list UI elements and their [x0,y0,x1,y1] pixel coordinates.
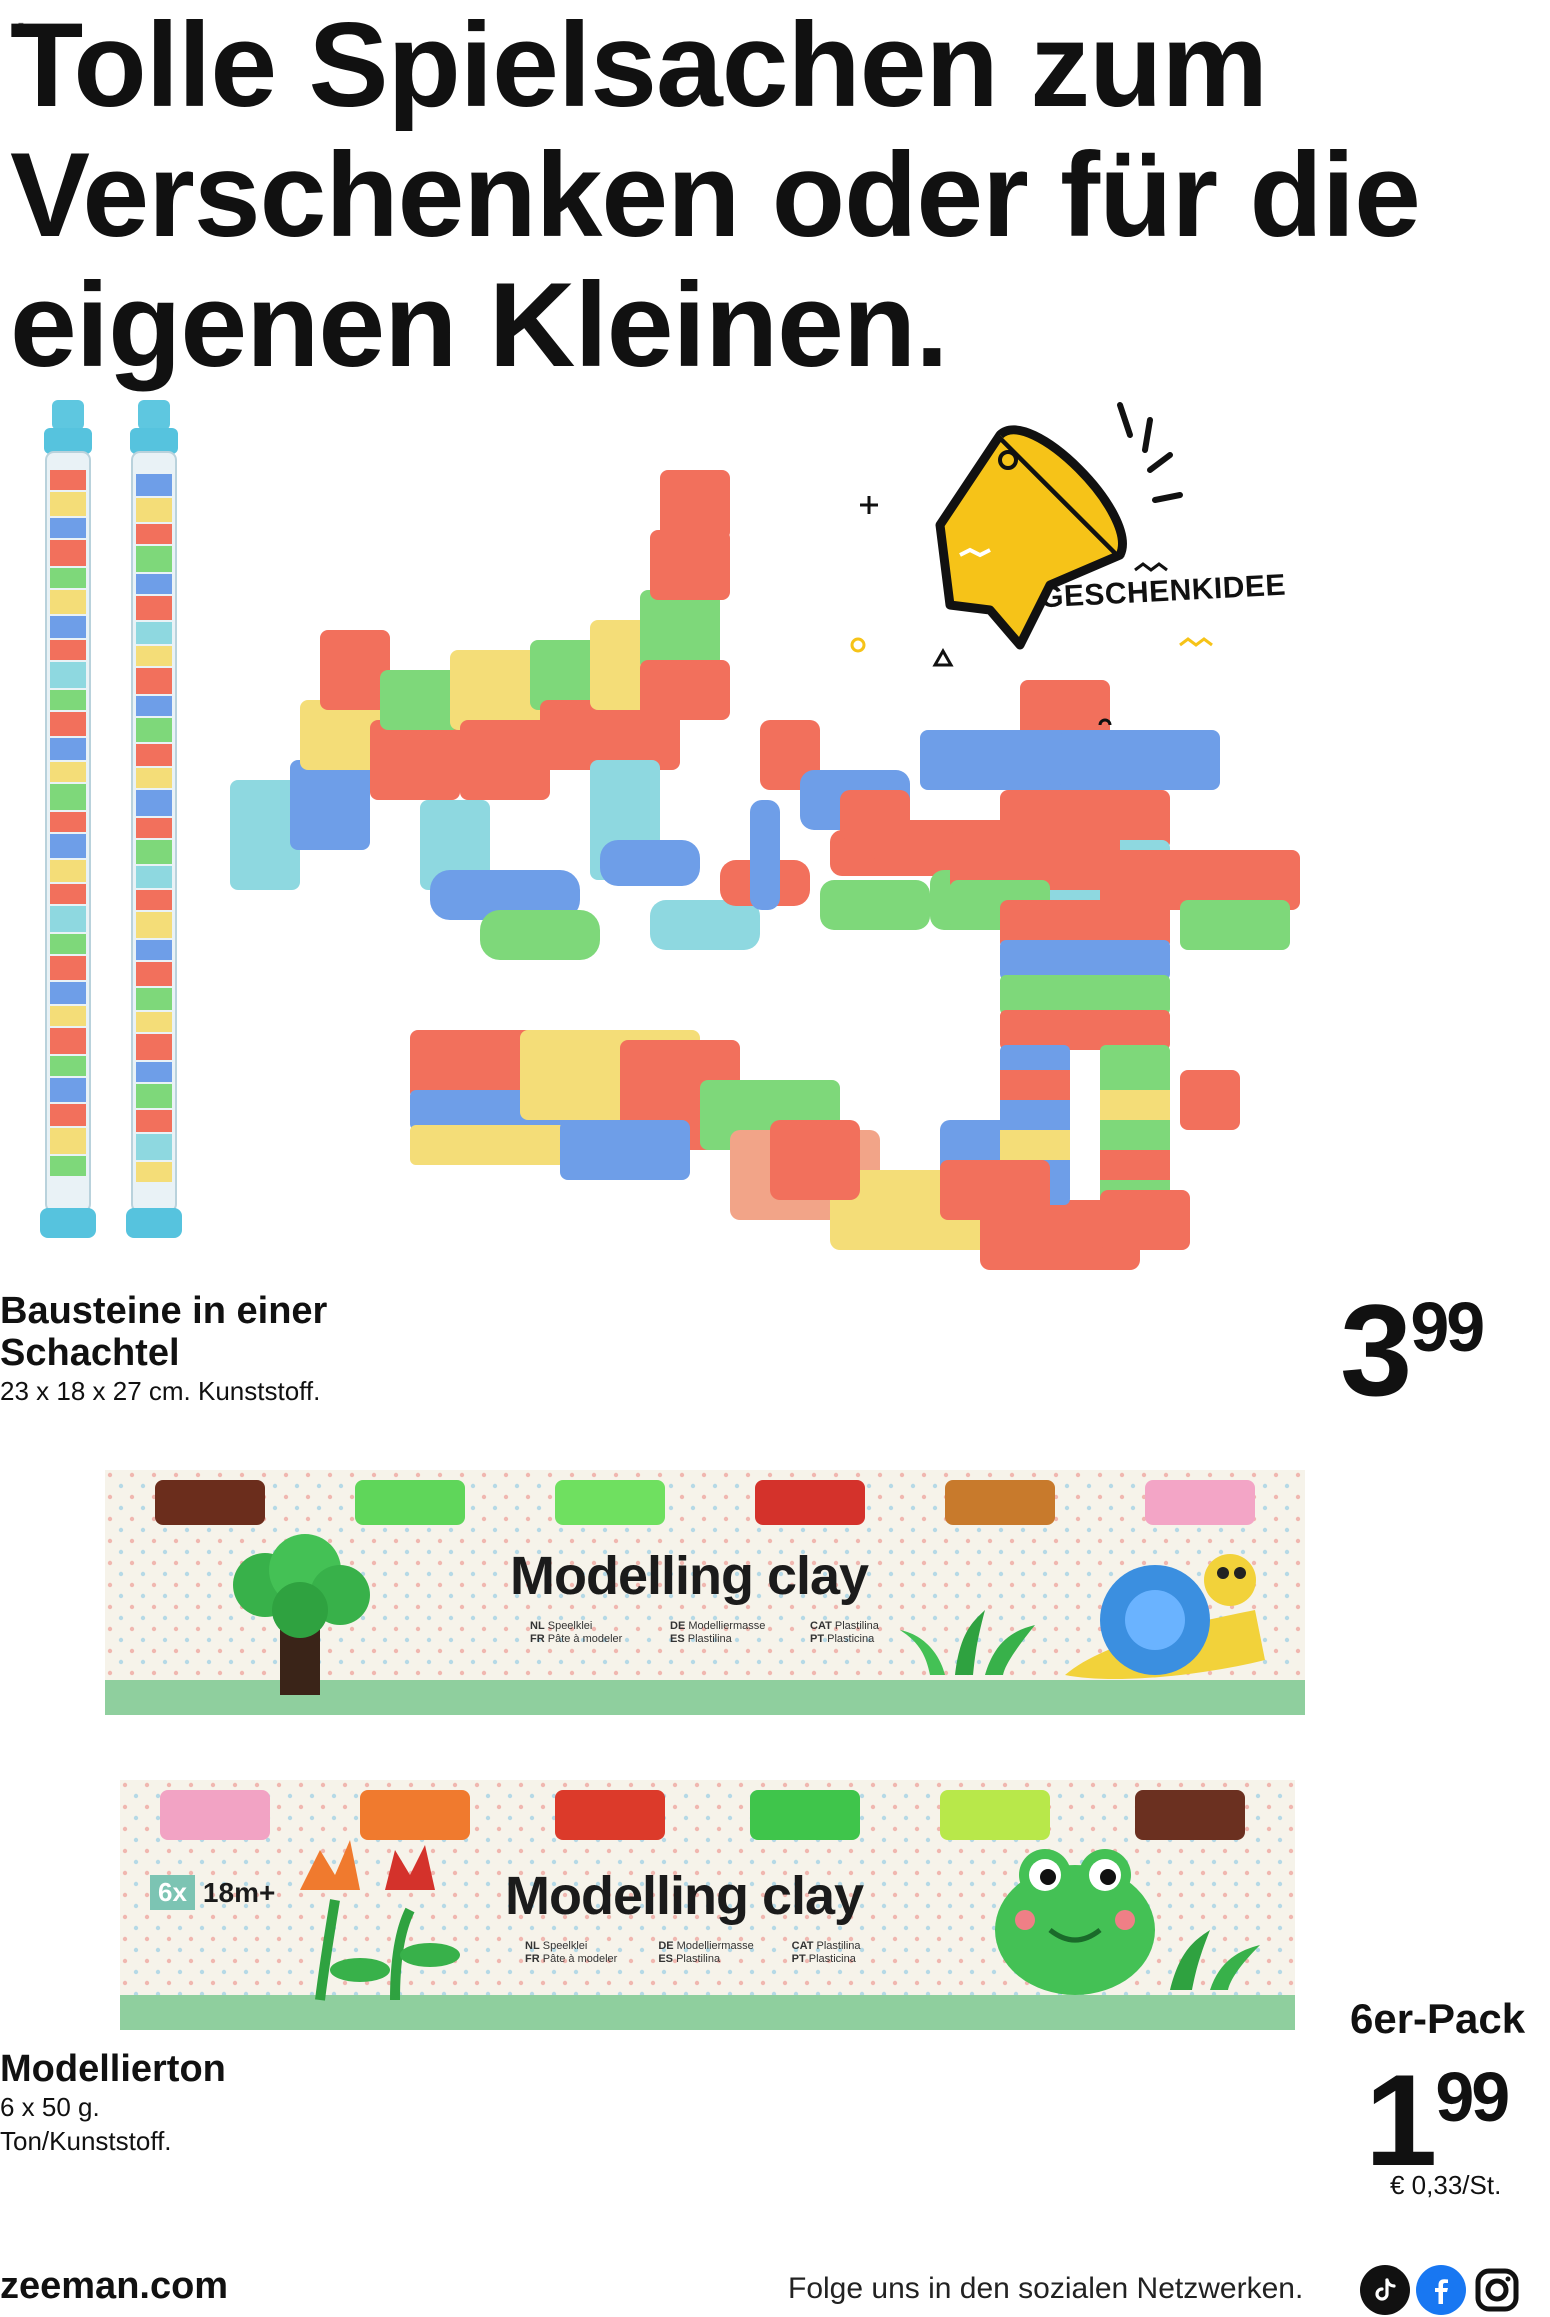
clay-flowers-illustration [300,1840,460,2001]
lang-fr: FR Pâte à modeler [525,1953,618,1965]
lang-pt: PT Plasticina [810,1633,875,1645]
product-description-line-2: Ton/Kunststoff. [0,2126,172,2156]
clay-box-1-graphic [105,1470,1305,1715]
lang-de: DE Modelliermasse [670,1620,766,1632]
clay-box-1-languages: NL Speelklei DE Modelliermasse CAT Plast… [530,1620,950,1646]
lang-cat: CAT Plastilina [810,1620,879,1632]
clay-grass-illustration [1170,1930,1260,1990]
lang-es: ES Plastilina [658,1953,721,1965]
instagram-icon[interactable] [1472,2265,1522,2315]
age-badge: 18m+ [202,1876,276,1908]
social-icons [1360,2265,1522,2315]
clay-box-1-label: Modelling clay [510,1546,869,1606]
product-modellierton: Modellierton 6 x 50 g. Ton/Kunststoff. [0,2048,700,2158]
price-decimal: 99 [1435,2058,1510,2136]
price-integer: 1 [1365,2047,1437,2193]
headline-line-3: eigenen Kleinen. [10,258,949,392]
product-description-line-1: 6 x 50 g. [0,2092,100,2122]
footer-website-link[interactable]: zeeman.com [0,2265,229,2307]
tube-left [40,400,96,1238]
price-decimal: 99 [1410,1288,1485,1366]
clay-box-2-graphic [120,1780,1295,2030]
page-headline: Tolle Spielsachen zum Verschenken oder f… [10,0,1540,390]
clay-grass-illustration [900,1610,1035,1675]
price-integer: 3 [1340,1277,1412,1423]
facebook-icon[interactable] [1416,2265,1466,2315]
modelling-clay-box-2-image: 6x 18m+ Modelling clay NL Speelklei DE M… [120,1780,1295,2030]
lang-fr: FR Pâte à modeler [530,1633,623,1645]
clay-snail-illustration [1065,1554,1265,1680]
lang-es: ES Plastilina [670,1633,732,1645]
headline-line-1: Tolle Spielsachen zum [10,0,1268,132]
building-blocks-scene-image [230,470,1300,1270]
lang-pt: PT Plasticina [791,1953,856,1965]
product-title: Modellierton [0,2048,226,2090]
product-title-line-1: Bausteine in einer [0,1290,328,1332]
block-wall [230,470,730,890]
product-price-bausteine: 3 99 [1340,1277,1485,1423]
megaphone-icon [850,402,1213,725]
product-bausteine: Bausteine in einer Schachtel 23 x 18 x 2… [0,1290,700,1408]
clay-tree-illustration [233,1534,370,1695]
lang-cat: CAT Plastilina [791,1940,861,1952]
unit-price: € 0,33/St. [1390,2170,1502,2200]
building-blocks-tubes-image [40,400,182,1238]
clay-box-2-badge: 6x 18m+ [150,1875,275,1910]
count-badge: 6x [150,1875,195,1910]
lang-nl: NL Speelklei [525,1940,588,1952]
tiktok-icon[interactable] [1360,2265,1410,2315]
product-price-modellierton: 1 99 [1365,2047,1510,2193]
product-title-line-2: Schachtel [0,1332,180,1374]
corner-mark: = [18,20,24,31]
clay-box-2-label: Modelling clay [505,1866,864,1926]
clay-frog-illustration [995,1849,1155,1995]
clay-lids [155,1480,1255,1525]
tube-right [126,400,182,1238]
block-robot [920,680,1300,1250]
footer-follow-text: Folge uns in den sozialen Netzwerken. [788,2272,1304,2305]
lang-nl: NL Speelklei [530,1620,593,1632]
product-description: 23 x 18 x 27 cm. Kunststoff. [0,1376,321,1406]
clay-box-2-languages: NL Speelklei DE Modelliermasse CAT Plast… [525,1940,925,1966]
clay-lids [160,1790,1245,1840]
pack-label: 6er-Pack [1350,1995,1526,2042]
modelling-clay-box-1-image: Modelling clay NL Speelklei DE Modellier… [105,1470,1305,1715]
headline-line-2: Verschenken oder für die [10,128,1421,262]
lang-de: DE Modelliermasse [658,1940,754,1952]
